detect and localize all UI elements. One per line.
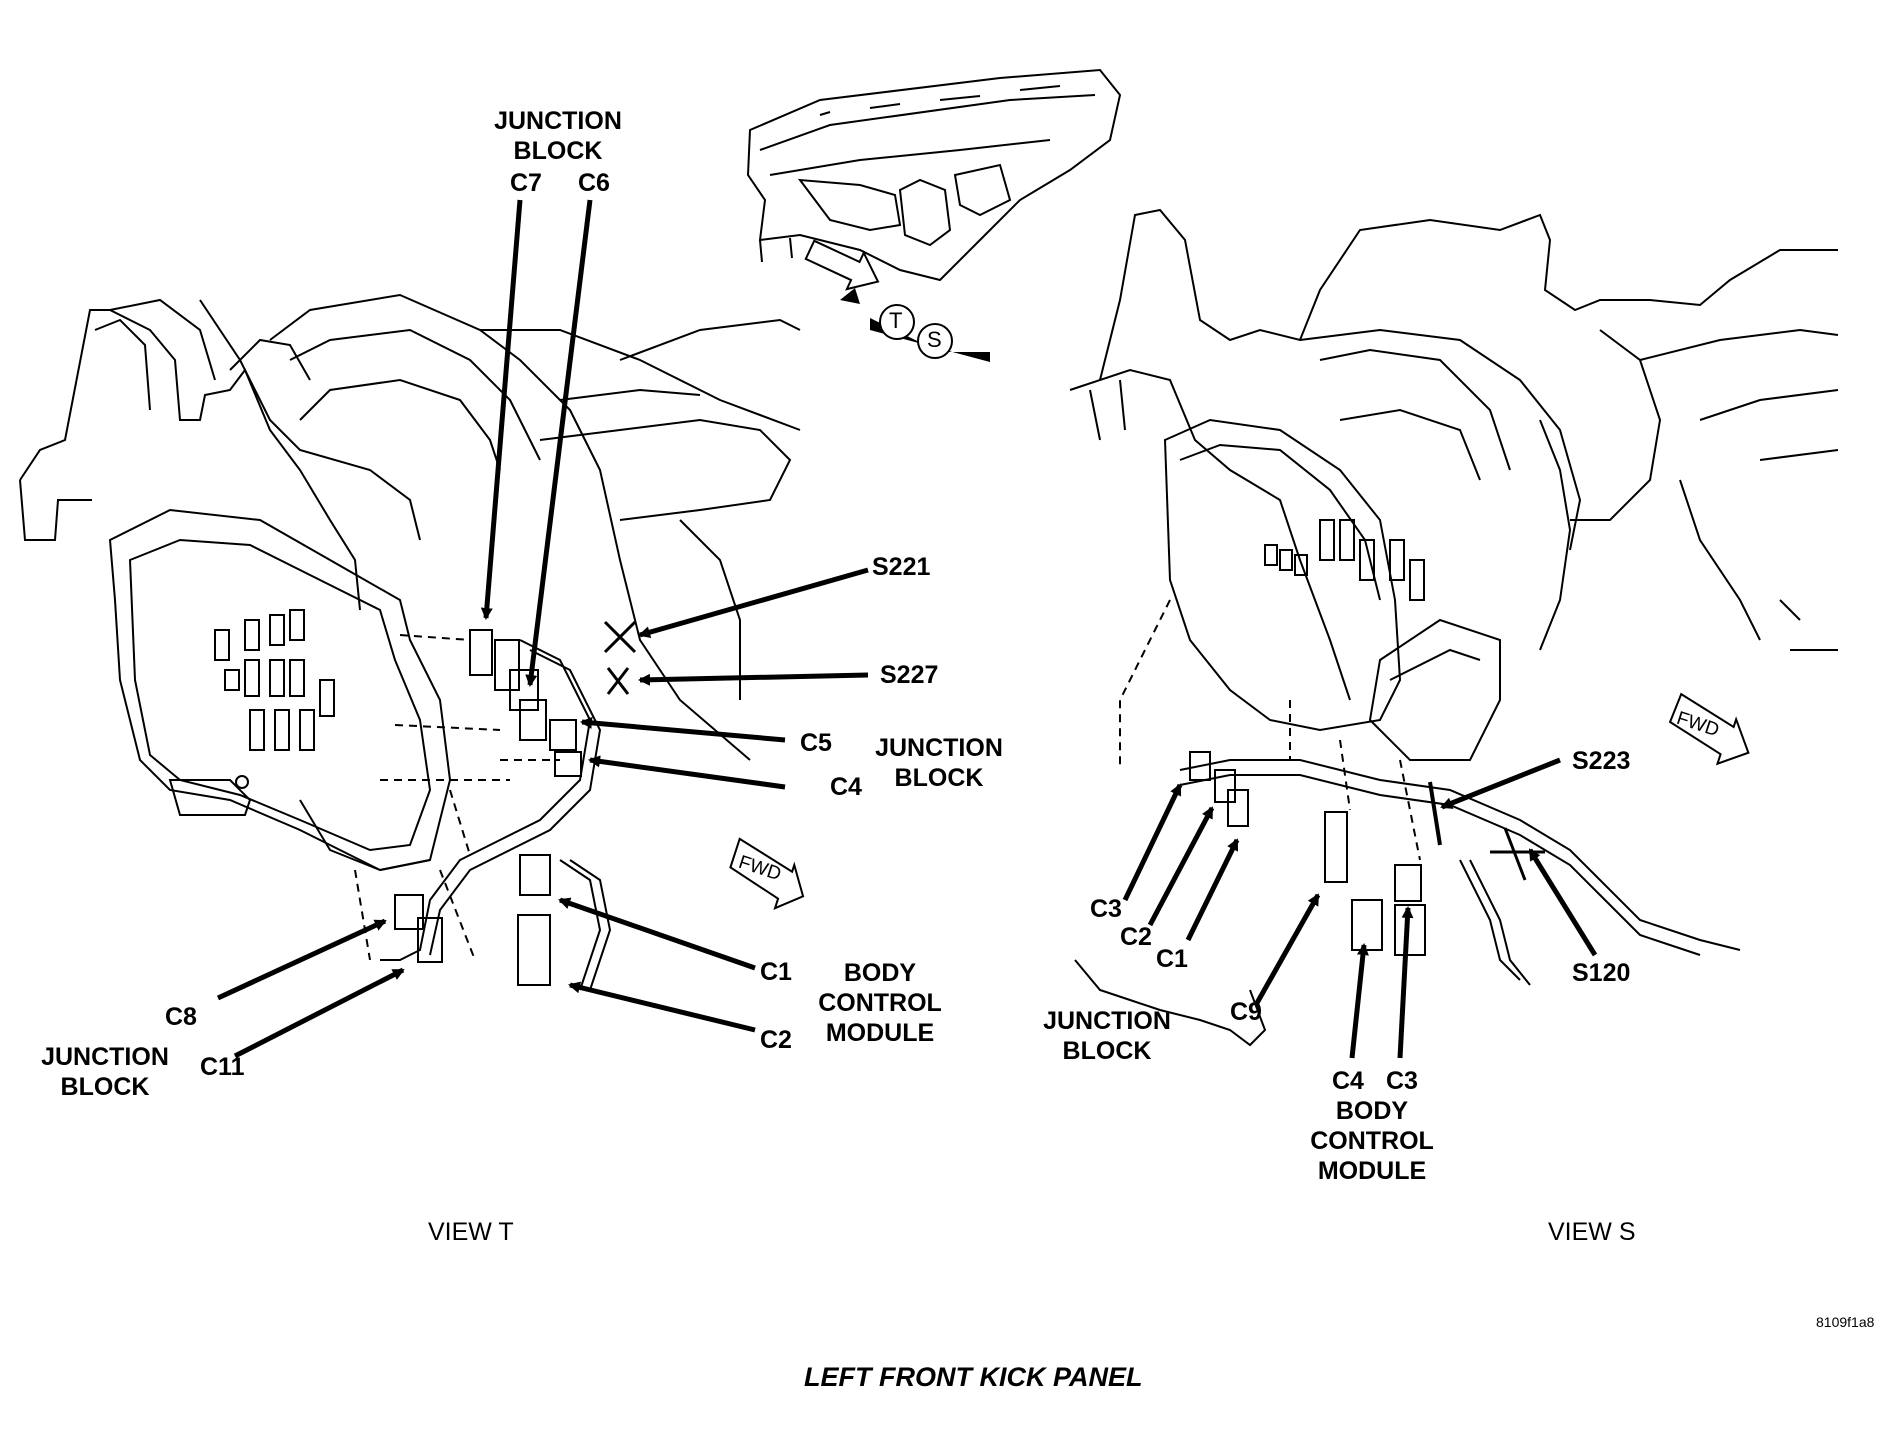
view-t-c6-label: C6 [578,169,610,197]
figure-caption: LEFT FRONT KICK PANEL [804,1362,1143,1392]
view-t-c7-label: C7 [510,169,542,197]
view-t-c4-label: C4 [830,773,862,801]
view-s-c4-label: C4 [1332,1067,1364,1095]
view-s-c3-label: C3 [1090,895,1122,923]
view-s-s120-label: S120 [1572,959,1631,987]
view-t-c8-label: C8 [165,1003,197,1031]
view-t-c2-label: C2 [760,1026,792,1054]
view-s-c9-label: C9 [1230,998,1262,1026]
view-s-line-drawing [1069,208,1839,1047]
view-s-junction-block-label: JUNCTION BLOCK [1043,1007,1171,1065]
view-s-body-control-module-label: BODY CONTROL MODULE [1310,1097,1434,1185]
view-t-c11-label: C11 [200,1053,245,1081]
dashboard-locator-drawing [746,68,1122,282]
view-t-c5-label: C5 [800,729,832,757]
locator-view-t-letter: T [889,308,903,333]
view-t-junction-block-top-label: JUNCTION BLOCK [494,107,622,165]
view-t-body-control-module-label: BODY CONTROL MODULE [818,959,942,1047]
view-t-line-drawing [19,293,801,991]
view-t-fwd-badge [729,837,805,910]
view-s-c3-bcm-label: C3 [1386,1067,1418,1095]
view-s-fwd-badge [1668,692,1750,766]
view-t-junction-block-bottom-label: JUNCTION BLOCK [41,1043,169,1101]
view-t-s227-label: S227 [880,661,939,689]
view-s-title: VIEW S [1548,1218,1636,1246]
view-direction-arrows [804,239,990,362]
view-t-junction-block-right-label: JUNCTION BLOCK [875,734,1003,792]
view-t-title: VIEW T [428,1218,514,1246]
view-t-c1-label: C1 [760,958,792,986]
leader-arrows [216,199,1598,1059]
view-s-s223-label: S223 [1572,747,1631,775]
figure-id: 8109f1a8 [1816,1314,1875,1330]
view-t-s221-label: S221 [872,553,931,581]
view-s-c2-label: C2 [1120,923,1152,951]
locator-view-s-letter: S [927,327,942,352]
view-s-c1-label: C1 [1156,945,1188,973]
